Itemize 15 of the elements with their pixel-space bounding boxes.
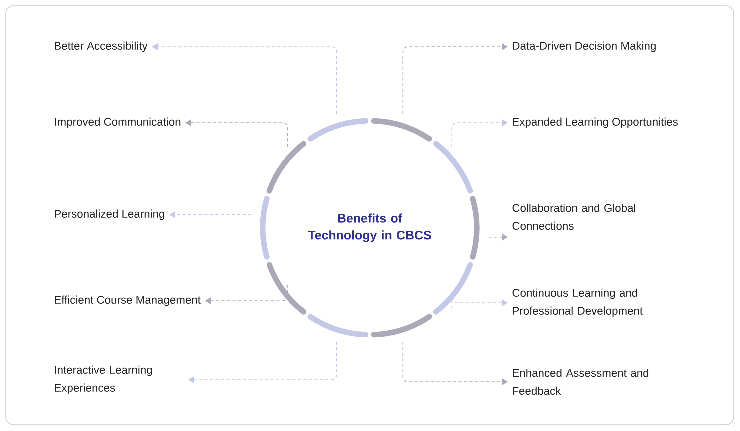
arrow [402, 43, 508, 114]
item-label: Continuous Learning and Professional Development [512, 288, 643, 318]
arrow [452, 119, 508, 148]
item-label: Interactive Learning Experiences [55, 366, 152, 394]
arrow [488, 234, 508, 241]
item-label: Collaboration and Global Connections [512, 204, 636, 230]
item-label: Efficient Course Management [55, 296, 201, 306]
item-label: Better Accessibility [55, 42, 148, 52]
item-label: Improved Communication [55, 118, 181, 128]
circle-node: Benefits of Technology in CBCS [260, 118, 480, 338]
item-label: Personalized Learning [55, 210, 164, 220]
arrow [452, 298, 508, 310]
item-label: Data-Driven Decision Making [513, 42, 656, 52]
item-label: Expanded Learning Opportunities [513, 118, 678, 128]
item-label: Enhanced Assessment and Feedback [513, 368, 649, 396]
